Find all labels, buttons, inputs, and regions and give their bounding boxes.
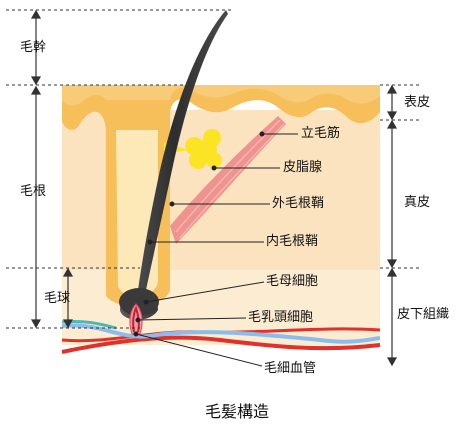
label-hair-bulb: 毛球 [44,291,71,306]
label-epidermis: 表皮 [404,95,431,110]
hair-shaft [120,10,228,320]
left-guides [6,9,234,329]
hair-bulb [119,288,159,316]
right-arrows [386,84,398,367]
right-guides [380,84,420,269]
vessel-red-1 [61,335,381,354]
label-hair-root: 毛根 [20,184,47,199]
label-dermis: 真皮 [404,195,431,210]
callout-sebaceous-gland: 皮脂腺 [283,160,323,175]
muscle-stripes [175,119,285,239]
callout-capillary: 毛細血管 [264,361,317,376]
callout-outer-root-sheath: 外毛根鞘 [272,196,325,211]
callout-inner-root-sheath: 内毛根鞘 [266,234,319,249]
vessel-blue [61,323,381,344]
diagram-title: 毛髪構造 [204,402,269,421]
callout-papilla-cells: 毛乳頭細胞 [248,310,314,325]
left-arrows [30,9,74,329]
callout-arrector-pili: 立毛筋 [301,126,341,141]
callout-lines [133,131,298,367]
label-subcutis: 皮下組織 [397,307,450,322]
arrector-pili-muscle [170,116,286,244]
skin-surface [62,85,380,106]
label-hair-shaft: 毛幹 [20,40,47,55]
callout-matrix-cells: 毛母細胞 [266,274,319,289]
papilla-vessel [132,305,140,333]
